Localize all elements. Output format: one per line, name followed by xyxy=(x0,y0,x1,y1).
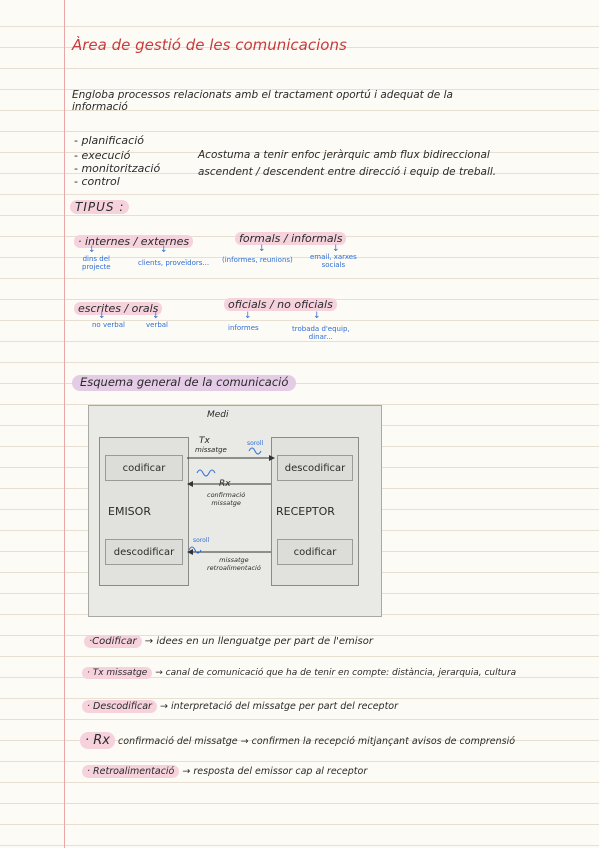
tipus-group-label: escrites / orals xyxy=(74,302,163,315)
descodificar-label: descodificar xyxy=(284,462,346,474)
emisor-label: EMISOR xyxy=(108,505,151,518)
down-arrow-icon: ↓ xyxy=(160,245,168,255)
codificar-label: codificar xyxy=(293,546,337,558)
side-note-line-2: ascendent / descendent entre direcció i … xyxy=(198,166,497,178)
tipus-sub-left: no verbal xyxy=(92,321,125,329)
down-arrow-icon: ↓ xyxy=(244,311,252,321)
tipus-sub-left: (informes, reunions) xyxy=(222,256,293,264)
side-note-line-1: Acostuma a tenir enfoc jeràrquic amb flu… xyxy=(198,149,490,161)
missatge-label: missatge xyxy=(195,446,227,454)
arrowhead-icon xyxy=(187,549,193,555)
down-arrow-icon: ↓ xyxy=(313,311,321,321)
tipus-heading: TIPUS : xyxy=(70,200,130,214)
definition-text: confirmació del missatge → confirmen la … xyxy=(118,736,516,747)
definition-item: · Rx confirmació del missatge → confirme… xyxy=(80,732,516,749)
communication-diagram: Medi codificar EMISOR descodificar desco… xyxy=(88,405,382,617)
emisor-box: codificar EMISOR descodificar xyxy=(99,437,189,586)
definition-term: ·Codificar xyxy=(84,635,142,648)
definition-term: · Rx xyxy=(80,732,115,749)
descodificar-box-bottom: descodificar xyxy=(105,539,183,565)
esquema-heading: Esquema general de la comunicació xyxy=(72,375,297,391)
definition-text: → canal de comunicació que ha de tenir e… xyxy=(155,668,517,678)
soroll-label: soroll xyxy=(247,440,264,447)
definition-term: · Descodificar xyxy=(82,700,157,713)
definition-item: · Tx missatge → canal de comunicació que… xyxy=(82,667,517,679)
receptor-box: descodificar RECEPTOR codificar xyxy=(271,437,359,586)
definition-item: · Descodificar → interpretació del missa… xyxy=(82,700,399,713)
tipus-sub-right: verbal xyxy=(146,321,169,329)
descodificar-box-top: descodificar xyxy=(277,455,353,481)
down-arrow-icon: ↓ xyxy=(88,245,96,255)
tipus-sub-right: email, xarxes socials xyxy=(310,253,357,269)
list-item: - control xyxy=(74,175,120,188)
intro-line-1: Engloba processos relacionats amb el tra… xyxy=(72,89,453,101)
definition-text: → resposta del emissor cap al receptor xyxy=(182,766,368,777)
tipus-sub-right: trobada d'equip, dinar... xyxy=(292,325,350,341)
diagram-arrows xyxy=(187,447,275,555)
rx-label: Rx xyxy=(219,479,231,489)
tipus-sub-right: clients, proveïdors... xyxy=(138,259,210,267)
definition-text: → interpretació del missatge per part de… xyxy=(159,701,399,712)
down-arrow-icon: ↓ xyxy=(152,311,160,321)
list-item: - monitorització xyxy=(74,162,161,175)
codificar-box-top: codificar xyxy=(105,455,183,481)
missatge-retro-label: missatge retroalimentació xyxy=(207,556,261,573)
tipus-group-label: oficials / no oficials xyxy=(224,298,337,311)
noise-squiggle-icon xyxy=(188,546,202,554)
tipus-group-label: formals / informals xyxy=(235,232,347,245)
arrowhead-icon xyxy=(269,455,275,461)
margin-line xyxy=(64,0,65,848)
tipus-group-label: · internes / externes xyxy=(74,235,194,248)
confirmacio-label: confirmació missatge xyxy=(207,491,246,507)
page-title: Àrea de gestió de les comunicacions xyxy=(72,36,347,54)
arrowhead-icon xyxy=(187,481,193,487)
tipus-sub-left: informes xyxy=(228,324,259,332)
definition-text: → idees en un llenguatge per part de l'e… xyxy=(144,636,373,647)
intro-line-2: informació xyxy=(72,101,128,113)
tx-label: Tx xyxy=(199,436,210,446)
noise-squiggle-icon xyxy=(196,469,216,477)
definition-term: · Retroalimentació xyxy=(82,765,180,778)
definition-term: · Tx missatge xyxy=(82,667,153,679)
down-arrow-icon: ↓ xyxy=(332,244,340,254)
medi-label: Medi xyxy=(207,410,229,420)
soroll-label: soroll xyxy=(193,537,210,544)
list-item: - planificació xyxy=(74,134,145,147)
descodificar-label: descodificar xyxy=(113,546,175,558)
codificar-label: codificar xyxy=(122,462,166,474)
noise-squiggle-icon xyxy=(248,447,262,455)
codificar-box-bottom: codificar xyxy=(277,539,353,565)
definition-item: · Retroalimentació → resposta del emisso… xyxy=(82,765,368,778)
receptor-label: RECEPTOR xyxy=(276,505,335,518)
tipus-sub-left: dins del projecte xyxy=(82,255,111,271)
definition-item: ·Codificar → idees en un llenguatge per … xyxy=(84,635,373,648)
list-item: - execució xyxy=(74,149,131,162)
down-arrow-icon: ↓ xyxy=(258,244,266,254)
down-arrow-icon: ↓ xyxy=(98,311,106,321)
